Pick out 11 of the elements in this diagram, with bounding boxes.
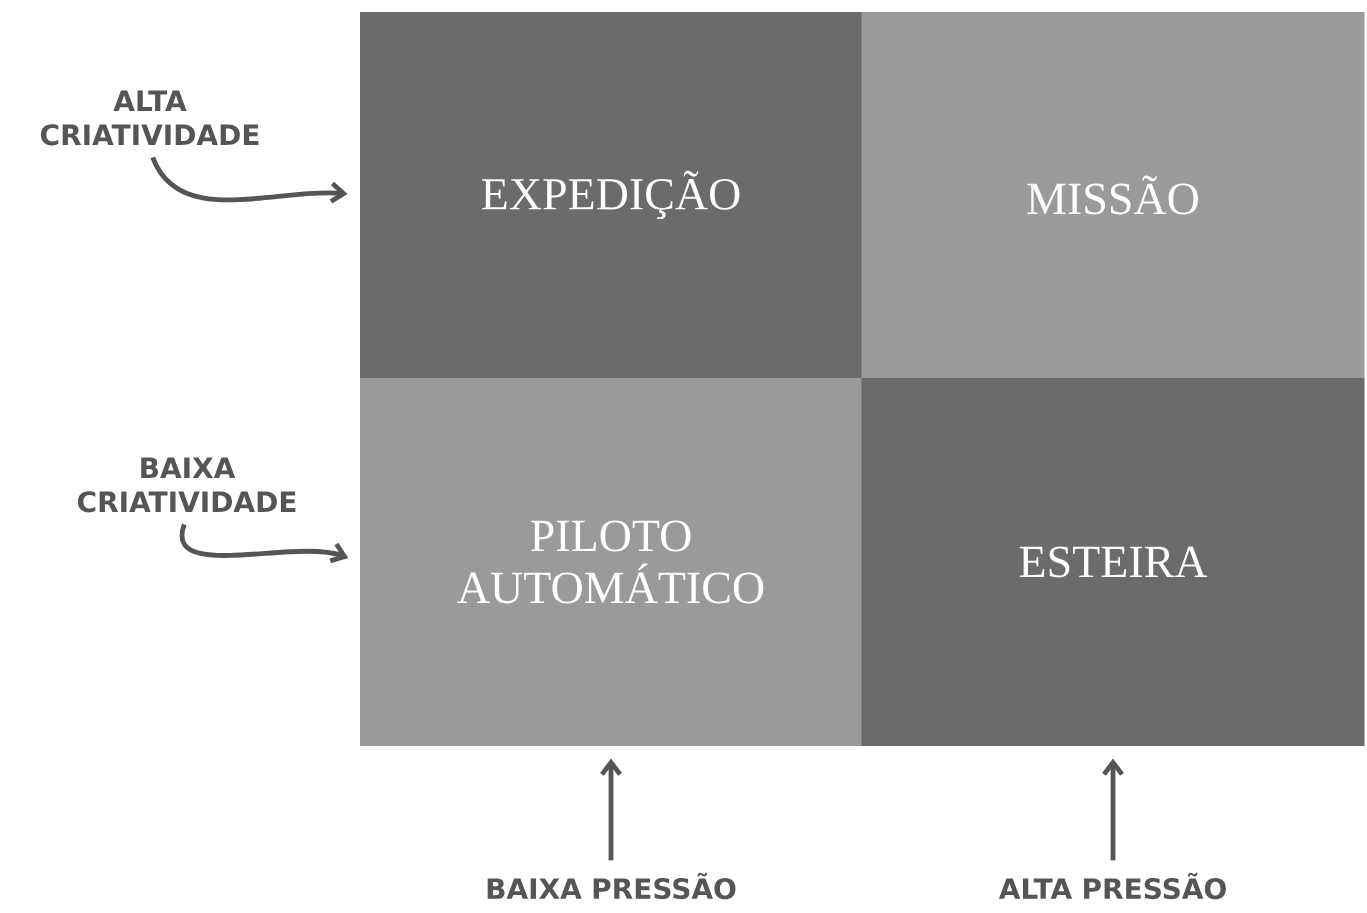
arrow	[150, 156, 348, 204]
axis-label: ALTA PRESSÃO	[998, 872, 1226, 900]
quadrant-box: MISSÃO	[861, 12, 1365, 378]
quadrant-box: EXPEDIÇÃO	[360, 12, 862, 378]
quadrant-box: ESTEIRA	[861, 378, 1365, 746]
quadrant-box: PILOTO AUTOMÁTICO	[360, 378, 862, 746]
arrow	[1102, 758, 1124, 861]
axis-label: ALTA CRIATIVIDADE	[40, 90, 259, 146]
axis-label: BAIXA PRESSÃO	[487, 872, 736, 900]
arrow	[600, 758, 622, 861]
axis-label: BAIXA CRIATIVIDADE	[77, 457, 296, 513]
